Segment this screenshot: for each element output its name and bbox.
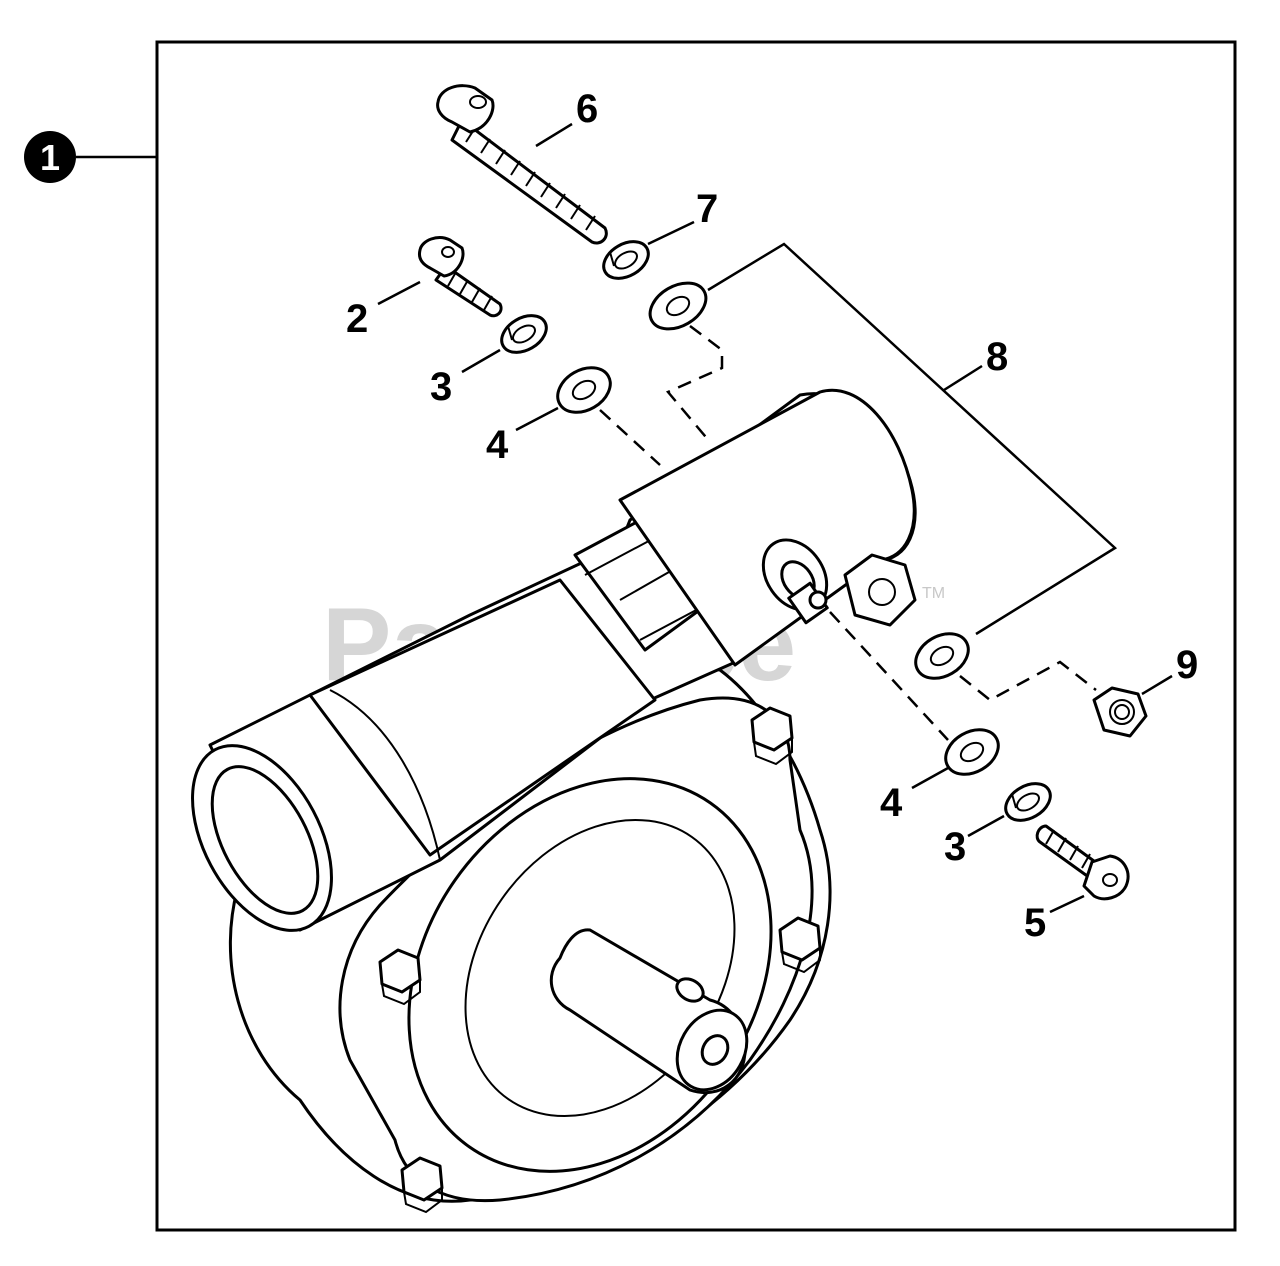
callout-6[interactable]: 6 xyxy=(576,87,598,131)
clamp-cylinder xyxy=(618,388,916,667)
flange-bolt-right xyxy=(778,916,822,974)
flat-washer-4-lower[interactable] xyxy=(938,721,1006,784)
output-shaft-pin-hole xyxy=(675,977,705,1003)
flange-bolt-bottom xyxy=(400,1156,444,1214)
watermark-trademark: TM xyxy=(922,585,945,602)
screw-short-2[interactable] xyxy=(418,236,503,318)
callout-numbers: 6 7 2 3 4 8 9 4 3 5 xyxy=(346,87,1198,945)
input-tube-collar xyxy=(308,578,657,857)
assembly-callout-number: 1 xyxy=(40,137,60,178)
callout-4-lower[interactable]: 4 xyxy=(880,781,903,825)
clamp-nut-seat-bore xyxy=(868,578,896,606)
callout-7[interactable]: 7 xyxy=(696,187,718,231)
screw-long-head xyxy=(436,84,495,134)
callout-4-upper[interactable]: 4 xyxy=(486,423,509,467)
flange-bolt-left xyxy=(378,948,422,1006)
callout-9[interactable]: 9 xyxy=(1176,643,1198,687)
callout-5[interactable]: 5 xyxy=(1024,901,1046,945)
screw-5-threads xyxy=(1045,829,1091,869)
screw-long-6[interactable] xyxy=(436,84,608,245)
flange-bolt-top xyxy=(750,706,794,766)
assembly-paths xyxy=(599,325,1097,741)
callout-3-lower[interactable]: 3 xyxy=(944,825,966,869)
lock-washer-7[interactable] xyxy=(597,234,655,286)
output-shaft-bore xyxy=(700,1034,730,1066)
clamp-nut-seat xyxy=(843,553,917,627)
input-tube[interactable] xyxy=(164,388,917,953)
assembly-callout-badge xyxy=(24,131,76,183)
clamp-stud-end xyxy=(808,590,828,610)
flat-washer-8-lower[interactable] xyxy=(908,625,976,688)
screw-short-socket xyxy=(441,246,455,258)
lock-washer-3-lower[interactable] xyxy=(999,776,1057,828)
flat-washer-4-upper[interactable] xyxy=(550,359,618,422)
screw-long-socket xyxy=(469,95,487,109)
screw-long-threads xyxy=(465,127,596,231)
screw-5-socket xyxy=(1102,873,1118,887)
screw-short-threads xyxy=(447,271,493,311)
callout-8-bracket xyxy=(707,242,1118,636)
input-tube-collar-edge xyxy=(329,689,441,861)
callout-leaders xyxy=(377,122,1173,914)
assembly-callout[interactable]: 1 xyxy=(24,131,157,183)
screw-short-5[interactable] xyxy=(1035,824,1130,901)
callout-3-upper[interactable]: 3 xyxy=(430,365,452,409)
callout-8[interactable]: 8 xyxy=(986,335,1008,379)
screw-5-head xyxy=(1082,854,1130,901)
lock-washer-3-upper[interactable] xyxy=(495,308,553,360)
callout-2[interactable]: 2 xyxy=(346,297,368,341)
input-tube-opening-inner xyxy=(210,765,320,915)
hex-nut-9[interactable] xyxy=(1092,686,1148,738)
flat-washer-8-upper[interactable] xyxy=(642,274,714,339)
